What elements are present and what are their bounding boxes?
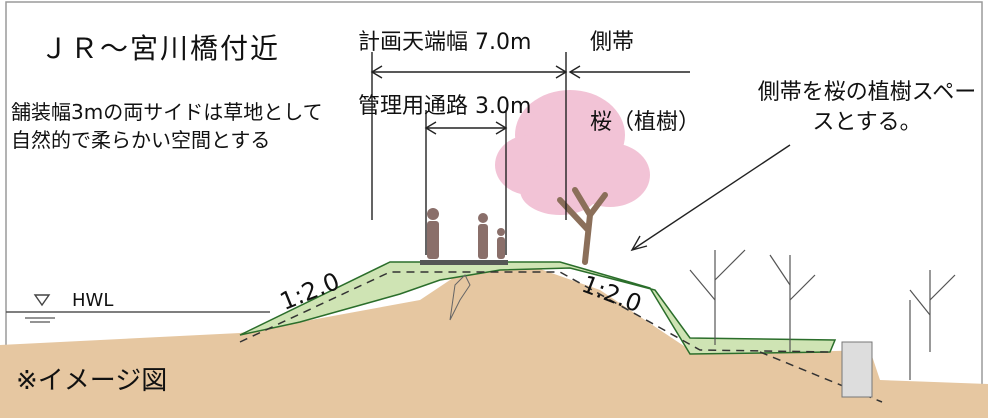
access-road-surface	[420, 260, 508, 265]
bare-tree-icon	[689, 249, 956, 380]
image-note: ※イメージ図	[16, 366, 168, 396]
embankment-green	[239, 261, 837, 355]
hwl-triangle-icon	[33, 294, 51, 307]
hwl-label: HWL	[72, 290, 114, 311]
note-right: 側帯を桜の植樹スペースとする。	[757, 80, 977, 135]
existing-levee-dashed	[239, 271, 831, 353]
slope-protection	[449, 274, 471, 321]
cherry-tree-label: 桜（植樹）	[590, 110, 701, 135]
access-road-label: 管理用通路 3.0m	[358, 94, 532, 119]
retaining-wall	[841, 341, 873, 398]
pointer-arrow-icon	[630, 144, 791, 252]
person-silhouette-icon	[427, 208, 505, 259]
note-left: 舗装幅3mの両サイドは草地として自然的で柔らかい空間とする	[11, 100, 323, 152]
foundation-dashed	[759, 351, 883, 403]
cherry-tree-icon	[495, 90, 650, 265]
side-strip-label: 側帯	[590, 30, 635, 55]
ground-soil	[0, 262, 988, 418]
crest-width-label: 計画天端幅 7.0m	[358, 30, 532, 55]
dimension-lines	[370, 52, 690, 255]
page-title: ＪＲ～宮川橋付近	[40, 32, 281, 65]
